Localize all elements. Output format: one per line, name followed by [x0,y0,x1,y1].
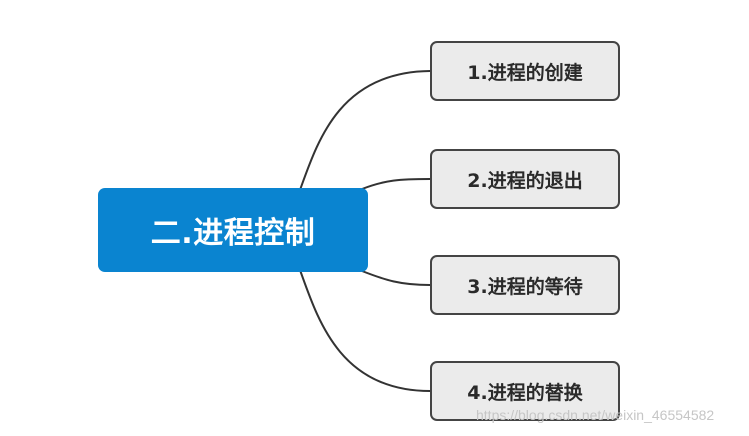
connector-1 [299,70,431,191]
subtopic-4[interactable]: 4.进程的替换 [430,361,620,421]
connector-2 [361,178,431,190]
subtopic-4-label: 4.进程的替换 [467,381,583,404]
subtopic-3[interactable]: 3.进程的等待 [430,255,620,315]
connector-3 [361,270,431,286]
watermark-text: https://blog.csdn.net/weixin_46554582 [476,407,715,423]
root-topic[interactable]: 二.进程控制 [98,188,368,272]
connector-4 [299,269,431,392]
subtopic-3-label: 3.进程的等待 [467,275,583,298]
root-topic-label: 二.进程控制 [150,216,316,251]
subtopic-1-label: 1.进程的创建 [467,61,583,84]
subtopic-1[interactable]: 1.进程的创建 [430,41,620,101]
subtopic-2-label: 2.进程的退出 [467,169,583,192]
subtopic-2[interactable]: 2.进程的退出 [430,149,620,209]
